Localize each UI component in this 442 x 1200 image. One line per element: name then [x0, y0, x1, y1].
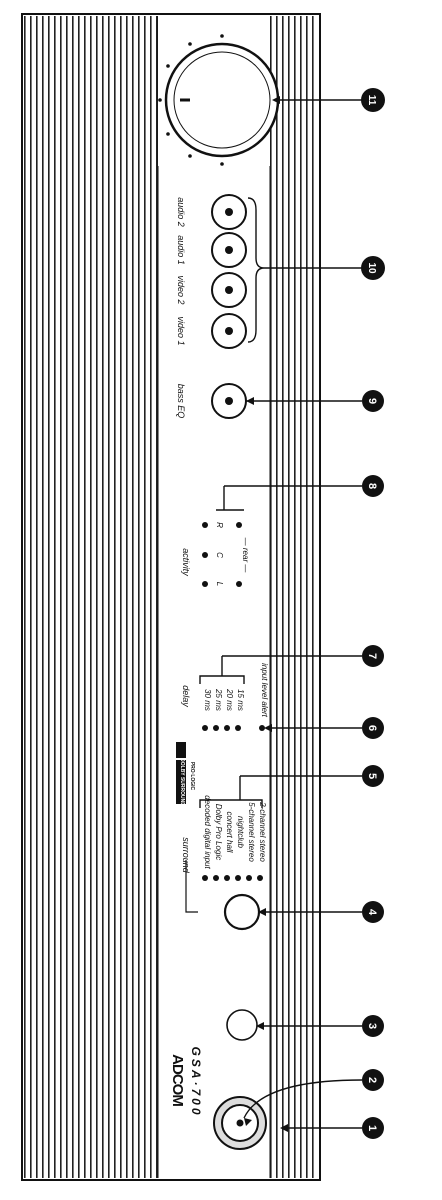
callout-9: 9	[362, 390, 384, 412]
callout-1: 1	[362, 1117, 384, 1139]
surround-mode-leds	[202, 875, 263, 881]
activity-led-rear-left	[236, 581, 242, 587]
activity-bracket	[216, 486, 244, 511]
activity-label-c: C	[215, 552, 224, 558]
callout-10: 10	[361, 256, 385, 280]
top-grille	[24, 16, 158, 1178]
callout-6: 6	[362, 717, 384, 739]
surround-mode-2ch: 2-channel stereo	[258, 801, 267, 862]
surround-mode-concert: concert hall	[225, 812, 234, 853]
surround-mode-dolby: Dolby Pro Logic	[214, 804, 223, 860]
callout-arrowheads	[244, 96, 288, 1132]
surround-mode-button[interactable]	[223, 893, 261, 931]
svg-text:3: 3	[366, 1023, 378, 1029]
input-button-video-2[interactable]	[211, 272, 247, 308]
delay-bracket	[199, 656, 245, 684]
callout-5: 5	[362, 765, 384, 787]
svg-text:10: 10	[366, 262, 377, 274]
callout-2: 2	[362, 1069, 384, 1091]
surround-heading: surround	[181, 837, 191, 874]
callout-8: 8	[362, 475, 384, 497]
callout-lines	[222, 99, 363, 1129]
svg-text:8: 8	[366, 483, 378, 489]
activity-led-r	[202, 522, 208, 528]
callout-3: 3	[362, 1015, 384, 1037]
activity-led-c	[202, 552, 208, 558]
input-button-audio-1[interactable]	[211, 232, 247, 268]
brand-model: GSA·700	[189, 1046, 203, 1117]
surround-bracket	[199, 776, 263, 808]
delay-option-15: 15 ms	[236, 689, 245, 711]
dolby-badge-text: DOLBY SURROUND	[179, 758, 185, 806]
delay-leds	[202, 725, 265, 731]
volume-scale-dots	[158, 34, 224, 166]
delay-option-25: 25 ms	[214, 688, 223, 711]
delay-option-20: 20 ms	[225, 688, 234, 711]
input-level-alert-label: input level alert	[260, 663, 269, 718]
surround-mode-5ch: 5-channel stereo	[247, 802, 256, 862]
svg-text:2: 2	[366, 1077, 378, 1083]
surround-button-bracket	[185, 860, 198, 913]
activity-heading: activity	[181, 548, 191, 576]
activity-led-l	[202, 581, 208, 587]
svg-text:11: 11	[366, 95, 377, 106]
headphone-jack[interactable]	[213, 1096, 267, 1150]
activity-label-r: R	[215, 522, 224, 528]
dolby-sub-text: PRO·LOGIC	[189, 762, 195, 791]
input-button-video-1[interactable]	[211, 313, 247, 349]
svg-text:1: 1	[366, 1125, 378, 1131]
input-button-audio-2[interactable]	[211, 194, 247, 230]
input-label-video-2: video 2	[176, 275, 186, 304]
delay-option-30: 30 ms	[203, 689, 212, 711]
volume-knob[interactable]	[164, 42, 280, 158]
svg-text:9: 9	[366, 398, 378, 404]
input-level-alert-led	[259, 725, 265, 731]
control-band	[158, 16, 270, 1178]
surround-mode-decoded: decoded digital input	[203, 795, 212, 869]
input-label-audio-2: audio 2	[176, 197, 186, 227]
svg-text:6: 6	[366, 725, 378, 731]
delay-heading: delay	[181, 685, 191, 707]
svg-text:4: 4	[366, 909, 378, 916]
bottom-grille	[270, 16, 318, 1178]
panel-outline	[21, 13, 321, 1181]
dolby-badge: DOLBY SURROUND PRO·LOGIC	[176, 742, 195, 806]
svg-text:7: 7	[366, 653, 378, 659]
input-label-audio-1: audio 1	[176, 235, 186, 265]
brand-logo: ADCOM	[169, 1054, 186, 1106]
input-label-video-1: video 1	[176, 316, 186, 345]
callout-4: 4	[362, 901, 384, 923]
activity-leds	[202, 522, 242, 587]
svg-text:5: 5	[366, 773, 378, 779]
input-selector-buttons	[211, 194, 247, 349]
bass-eq-button[interactable]	[211, 383, 247, 419]
callout-11: 11	[361, 88, 385, 112]
activity-label-rear: — rear —	[241, 537, 250, 574]
activity-led-rear-right	[236, 522, 242, 528]
callout-7: 7	[362, 645, 384, 667]
bass-eq-label: bass EQ	[176, 384, 186, 419]
activity-label-l: L	[215, 582, 224, 586]
surround-mode-nightclub: nightclub	[236, 816, 245, 849]
power-button[interactable]	[226, 1009, 258, 1041]
